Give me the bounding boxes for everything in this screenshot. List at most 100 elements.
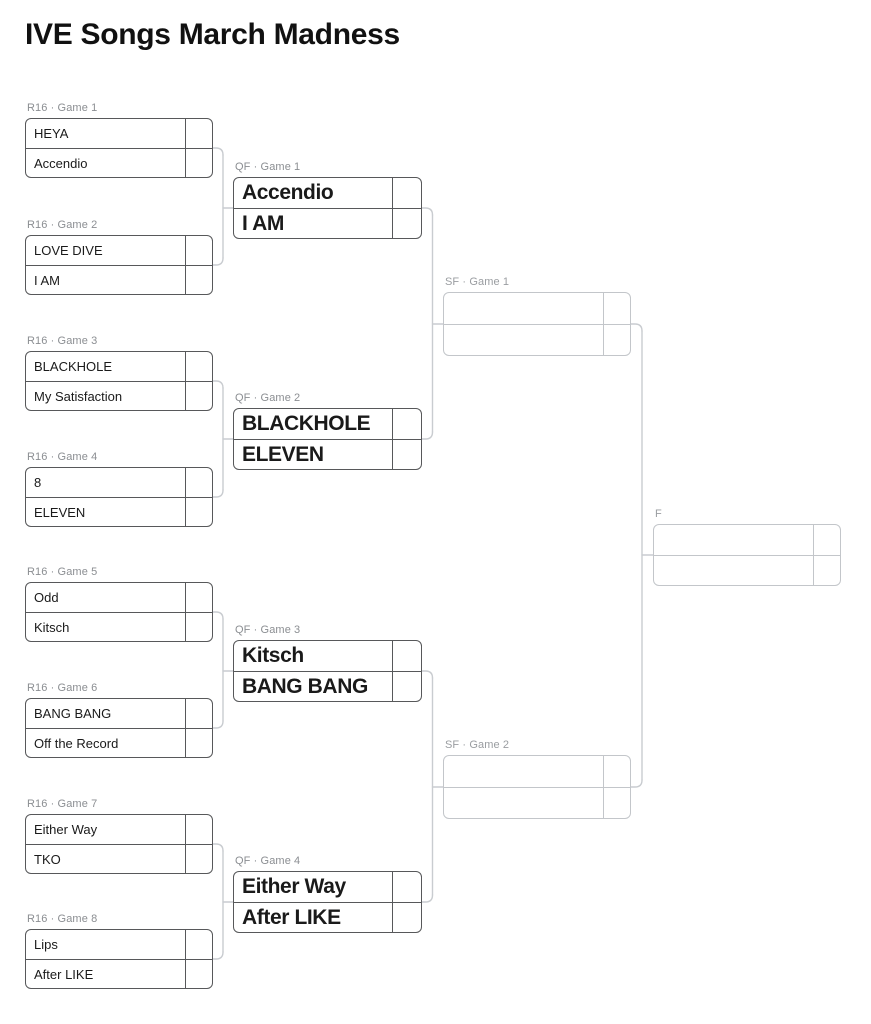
match-label: R16 · Game 7 [27, 798, 98, 810]
match-slot[interactable]: LOVE DIVE [25, 235, 213, 265]
match-slot[interactable]: Either Way [25, 814, 213, 844]
connector-path [212, 257, 224, 266]
slot-score[interactable] [603, 292, 631, 324]
match-slot[interactable]: HEYA [25, 118, 213, 148]
match-slot[interactable]: I AM [233, 208, 422, 239]
match-slot[interactable] [443, 324, 631, 356]
slot-score[interactable] [813, 555, 841, 586]
slot-score[interactable] [185, 929, 213, 959]
match-qf-2[interactable]: QF · Game 2 BLACKHOLE ELEVEN [233, 392, 422, 470]
match-slot[interactable] [653, 555, 841, 586]
score-divider [392, 408, 393, 470]
match-slot[interactable]: Odd [25, 582, 213, 612]
slot-team-name: Either Way [242, 875, 346, 898]
slot-team-name: Accendio [34, 155, 88, 171]
match-slot[interactable]: I AM [25, 265, 213, 295]
match-slot[interactable]: BANG BANG [25, 698, 213, 728]
slot-score[interactable] [392, 902, 422, 933]
slot-score[interactable] [392, 871, 422, 902]
match-slot[interactable]: Lips [25, 929, 213, 959]
match-slot[interactable]: Kitsch [233, 640, 422, 671]
slot-score[interactable] [392, 671, 422, 702]
slot-score[interactable] [185, 265, 213, 295]
match-slot[interactable]: My Satisfaction [25, 381, 213, 411]
match-label: R16 · Game 4 [27, 451, 98, 463]
match-slot[interactable]: ELEVEN [233, 439, 422, 470]
slot-score[interactable] [185, 118, 213, 148]
slot-score[interactable] [185, 698, 213, 728]
slot-team-name: My Satisfaction [34, 388, 123, 404]
slot-score[interactable] [185, 381, 213, 411]
slot-score[interactable] [185, 582, 213, 612]
match-label: R16 · Game 1 [27, 102, 98, 114]
slot-score[interactable] [185, 814, 213, 844]
match-slot[interactable]: BLACKHOLE [25, 351, 213, 381]
slot-score[interactable] [185, 844, 213, 874]
slot-score[interactable] [185, 612, 213, 642]
slot-score[interactable] [185, 959, 213, 989]
match-f-1[interactable]: F [653, 508, 841, 586]
match-sf-1[interactable]: SF · Game 1 [443, 276, 631, 356]
slot-team-name: I AM [242, 212, 284, 235]
slot-team-name: HEYA [34, 125, 69, 141]
slot-divider [25, 844, 213, 845]
slot-score[interactable] [185, 351, 213, 381]
score-divider [185, 351, 186, 411]
page-title: IVE Songs March Madness [25, 18, 400, 51]
match-slot[interactable]: Accendio [25, 148, 213, 178]
match-slot[interactable]: Kitsch [25, 612, 213, 642]
slot-score[interactable] [392, 408, 422, 439]
slot-score[interactable] [185, 497, 213, 527]
slot-score[interactable] [185, 148, 213, 178]
match-slot[interactable]: After LIKE [233, 902, 422, 933]
match-label: R16 · Game 6 [27, 682, 98, 694]
match-sf-2[interactable]: SF · Game 2 [443, 739, 631, 819]
match-slot[interactable] [443, 755, 631, 787]
match-slot[interactable]: ELEVEN [25, 497, 213, 527]
slot-divider [443, 324, 631, 325]
match-slot[interactable]: BANG BANG [233, 671, 422, 702]
match-slot[interactable]: BLACKHOLE [233, 408, 422, 439]
slot-score[interactable] [813, 524, 841, 555]
match-slot[interactable] [443, 787, 631, 819]
slot-score[interactable] [392, 439, 422, 470]
match-slot[interactable]: TKO [25, 844, 213, 874]
slot-score[interactable] [392, 177, 422, 208]
slot-score[interactable] [185, 235, 213, 265]
connector-path [212, 380, 224, 389]
score-divider [185, 582, 186, 642]
slot-team-name: BLACKHOLE [242, 412, 371, 435]
slot-score[interactable] [185, 467, 213, 497]
connector-path [630, 323, 643, 332]
match-label: QF · Game 2 [235, 392, 301, 404]
match-slot[interactable]: After LIKE [25, 959, 213, 989]
slot-score[interactable] [603, 755, 631, 787]
slot-score[interactable] [392, 208, 422, 239]
match-r16-1[interactable]: R16 · Game 1 HEYA Accendio [25, 102, 213, 178]
match-slot[interactable] [443, 292, 631, 324]
slot-team-name: ELEVEN [242, 443, 324, 466]
match-slot[interactable]: 8 [25, 467, 213, 497]
slot-score[interactable] [185, 728, 213, 758]
match-slot[interactable] [653, 524, 841, 555]
slot-divider [233, 208, 422, 209]
slot-team-name: ELEVEN [34, 504, 86, 520]
match-slot[interactable]: Accendio [233, 177, 422, 208]
score-divider [392, 177, 393, 239]
match-slot[interactable]: Either Way [233, 871, 422, 902]
slot-score[interactable] [392, 640, 422, 671]
match-slot[interactable]: Off the Record [25, 728, 213, 758]
slot-score[interactable] [603, 787, 631, 819]
slot-score[interactable] [603, 324, 631, 356]
connector-path [212, 611, 224, 620]
